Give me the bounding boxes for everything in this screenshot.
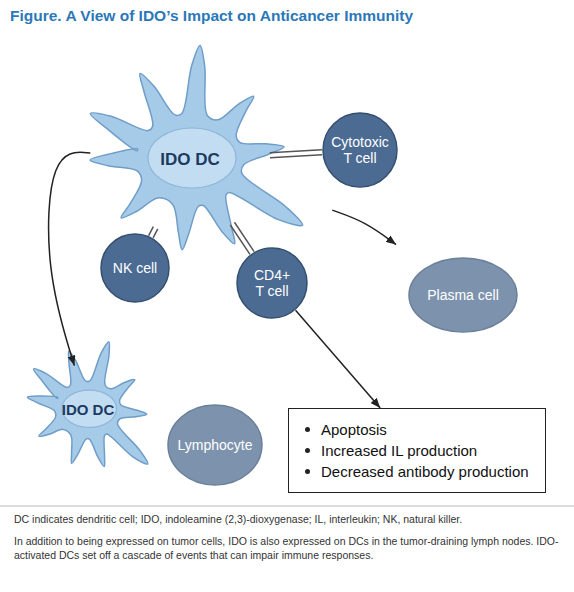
text-holder: NK cell [100,233,170,303]
dendritic-cell: IDO DC [50,40,330,280]
cell-body [409,258,517,332]
dendritic-cell: IDO DC [8,340,168,480]
abbreviation-note: DC indicates dendritic cell; IDO, indole… [14,512,560,526]
bullet-dot [305,448,310,453]
cell-label: IDO DC [160,150,220,170]
cell-label: CD4+ T cell [249,267,295,299]
effect-arrow [49,152,91,365]
immune-cell: Plasma cell [408,257,518,333]
bullet-dot [305,469,310,474]
bullet-item: Decreased antibody production [305,463,529,480]
divider-line [0,506,574,507]
cell-label: IDO DC [62,401,115,418]
effect-text: Increased IL production [321,442,477,459]
cell-body [101,234,169,302]
effect-text: Decreased antibody production [321,463,529,480]
cell-label: NK cell [113,260,157,276]
cell-body [27,342,148,467]
text-holder: Plasma cell [408,257,518,333]
immune-cell: Lymphocyte [167,404,263,486]
effect-box: ApoptosisIncreased IL productionDecrease… [288,408,546,493]
text-holder: IDO DC [50,40,330,280]
cell-label: Cytotoxic T cell [328,134,392,166]
cell-body [237,248,307,318]
cell-body [168,405,262,485]
immune-cell: Cytotoxic T cell [322,112,398,188]
text-holder: CD4+ T cell [236,247,308,319]
contact-link [149,227,158,238]
text-holder: Lymphocyte [167,404,263,486]
figure-caption: In addition to being expressed on tumor … [14,534,560,562]
text-holder: ApoptosisIncreased IL productionDecrease… [289,409,545,492]
cell-label: Lymphocyte [178,437,253,453]
bullet-item: Increased IL production [305,442,477,459]
cell-nucleus [62,390,117,427]
text-holder: IDO DC [8,340,168,480]
cell-body [90,45,303,249]
effect-arrow [332,210,396,244]
cell-body [323,113,397,187]
cell-label: Plasma cell [427,287,499,303]
effect-arrow [296,310,381,408]
effect-text: Apoptosis [321,421,387,438]
immune-cell: CD4+ T cell [236,247,308,319]
immune-cell: NK cell [100,233,170,303]
bullet-item: Apoptosis [305,421,387,438]
figure-title: Figure. A View of IDO’s Impact on Antica… [10,7,413,25]
text-holder: Cytotoxic T cell [322,112,398,188]
bullet-dot [305,427,310,432]
cell-nucleus [148,128,236,188]
